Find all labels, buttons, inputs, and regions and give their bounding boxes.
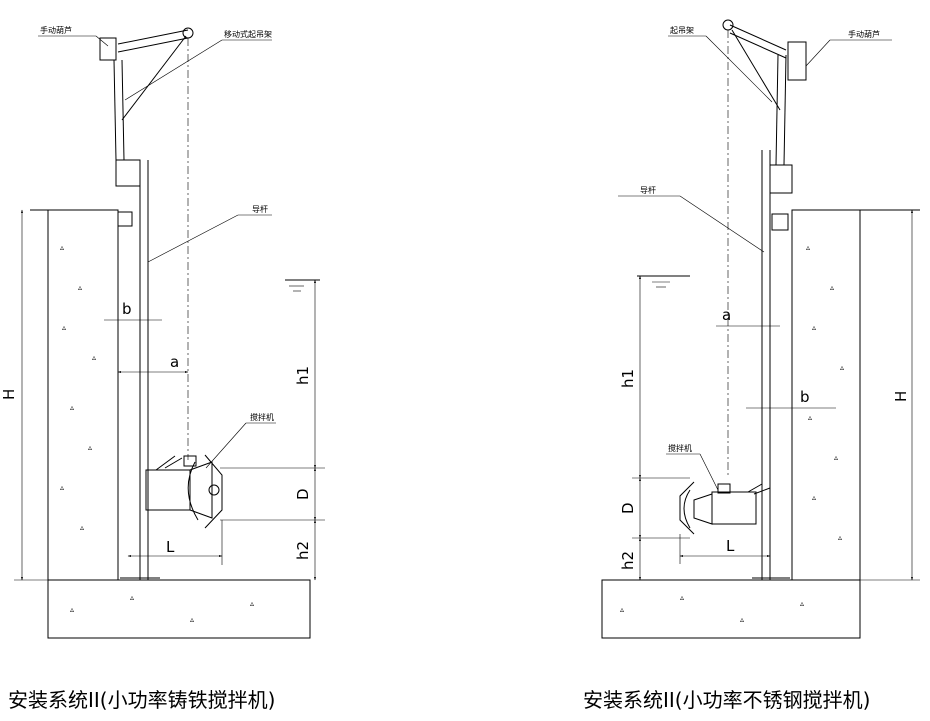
svg-text:▵: ▵	[840, 363, 844, 372]
left-mixer	[145, 454, 223, 529]
svg-text:▵: ▵	[190, 615, 194, 624]
svg-text:▵: ▵	[812, 493, 816, 502]
right-label-mixer: 搅拌机	[668, 443, 692, 453]
svg-text:▵: ▵	[830, 283, 834, 292]
right-labels: 起吊架 手动葫芦 导杆 搅拌机	[618, 26, 892, 491]
left-dim-h1: h1	[294, 366, 312, 385]
svg-text:▵: ▵	[130, 593, 134, 602]
right-dim-H: H	[892, 391, 910, 402]
svg-text:▵: ▵	[808, 413, 812, 422]
left-label-frame: 移动式起吊架	[224, 29, 272, 39]
right-label-hoist: 手动葫芦	[848, 29, 880, 39]
svg-text:▵: ▵	[806, 243, 810, 252]
right-mixer	[679, 481, 771, 535]
left-label-guide-rod: 导杆	[252, 204, 268, 214]
svg-text:▵: ▵	[834, 453, 838, 462]
svg-text:▵: ▵	[62, 323, 66, 332]
right-guide-rod	[752, 150, 793, 580]
svg-text:▵: ▵	[70, 605, 74, 614]
left-figure: ▵ ▵ ▵ ▵ ▵ ▵ ▵ ▵ ▵ ▵ ▵ ▵	[0, 25, 325, 639]
left-caption: 安装系统II(小功率铸铁搅拌机)	[8, 688, 276, 712]
left-floor: ▵ ▵ ▵ ▵	[47, 579, 311, 639]
svg-text:▵: ▵	[680, 593, 684, 602]
left-crane-frame	[99, 27, 194, 460]
left-label-mixer: 搅拌机	[250, 412, 274, 422]
svg-text:▵: ▵	[88, 443, 92, 452]
right-figure: ▵ ▵ ▵ ▵ ▵ ▵ ▵ ▵ ▵ ▵ ▵ ▵	[601, 19, 920, 639]
svg-text:▵: ▵	[80, 523, 84, 532]
left-labels: 手动葫芦 移动式起吊架 导杆 搅拌机	[38, 25, 276, 469]
left-guide-rod	[115, 159, 160, 580]
right-label-frame: 起吊架	[670, 26, 694, 35]
svg-text:▵: ▵	[92, 353, 96, 362]
left-dim-a: a	[170, 353, 179, 371]
right-label-guide-rod: 导杆	[640, 185, 656, 195]
svg-text:▵: ▵	[60, 243, 64, 252]
svg-text:▵: ▵	[70, 403, 74, 412]
svg-text:▵: ▵	[250, 599, 254, 608]
right-floor: ▵ ▵ ▵ ▵	[601, 579, 861, 639]
left-dim-L: L	[166, 538, 175, 556]
svg-text:▵: ▵	[620, 605, 624, 614]
right-dim-L: L	[726, 537, 735, 555]
right-dimensions: H h1 D h2 L a b	[619, 209, 920, 581]
right-crane-frame	[722, 19, 807, 478]
svg-text:▵: ▵	[60, 483, 64, 492]
right-caption: 安装系统II(小功率不锈钢搅拌机)	[583, 688, 871, 712]
left-wall: ▵ ▵ ▵ ▵ ▵ ▵ ▵ ▵	[47, 209, 119, 581]
left-dimensions: H h1 D h2 L a b	[0, 209, 325, 581]
right-dim-b: b	[800, 388, 810, 406]
svg-text:▵: ▵	[740, 615, 744, 624]
left-label-hoist: 手动葫芦	[40, 25, 72, 35]
right-dim-a: a	[722, 306, 731, 324]
svg-text:▵: ▵	[838, 533, 842, 542]
right-dim-h2: h2	[619, 551, 637, 570]
svg-text:▵: ▵	[812, 323, 816, 332]
right-dim-h1: h1	[619, 369, 637, 388]
svg-text:▵: ▵	[78, 283, 82, 292]
svg-text:▵: ▵	[800, 599, 804, 608]
left-dim-b: b	[122, 300, 132, 318]
left-dim-D: D	[294, 488, 312, 500]
left-dim-H: H	[0, 389, 18, 400]
right-dim-D: D	[619, 502, 637, 514]
right-water-level	[637, 275, 690, 288]
left-dim-h2: h2	[294, 541, 312, 560]
